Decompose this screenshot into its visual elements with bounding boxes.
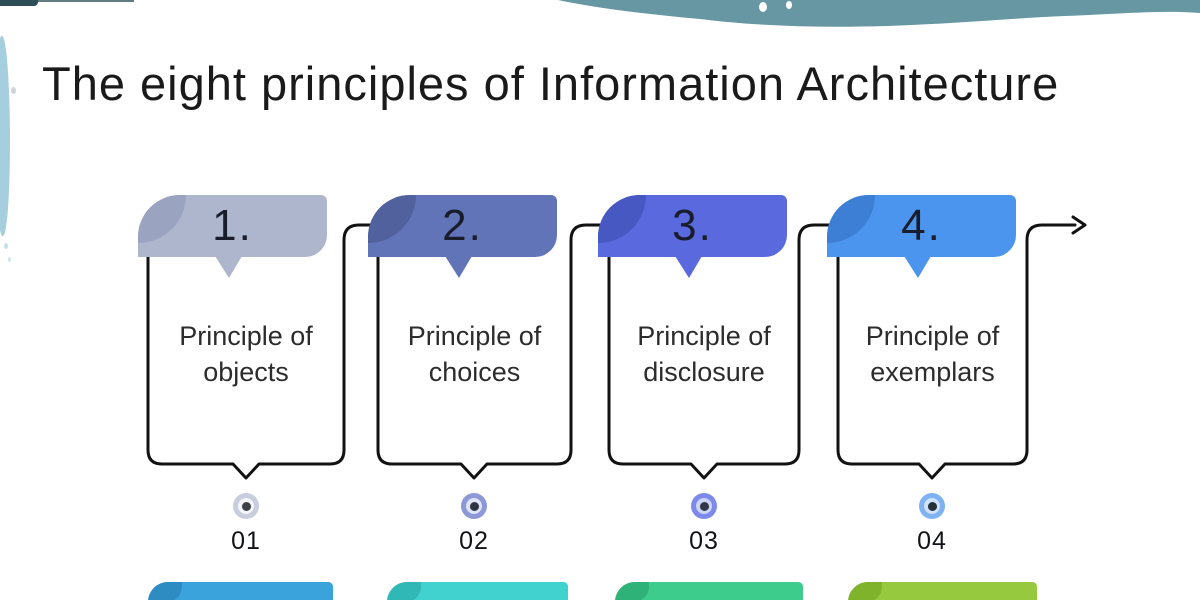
step-bubble-2: 2. — [368, 195, 557, 278]
bullet-dot-ring — [924, 498, 940, 514]
banner-speck — [786, 1, 792, 9]
bullet-dot-icon — [691, 493, 717, 519]
watercolor-streak — [0, 36, 10, 236]
brush-banner-shape — [558, 0, 1200, 27]
next-row-bubble-6 — [387, 582, 568, 600]
bullet-dot-ring — [696, 498, 712, 514]
step-bubble-4: 4. — [827, 195, 1016, 278]
principle-label-4: Principle of exemplars — [865, 321, 1000, 387]
step-index-4: 04 — [917, 527, 947, 555]
brush-banner — [558, 0, 1200, 27]
step-number: 1. — [212, 201, 253, 250]
bullet-dot-ring — [466, 498, 482, 514]
paper-fleck — [4, 243, 8, 249]
step-index-1: 01 — [231, 527, 261, 555]
bullet-dot-icon — [233, 493, 259, 519]
bullet-dot-ring — [238, 498, 254, 514]
step-index-2: 02 — [459, 527, 489, 555]
next-row-bubble-8 — [848, 582, 1037, 600]
next-row-bubble-7 — [615, 582, 803, 600]
paper-fleck — [11, 87, 16, 94]
step-number: 3. — [672, 201, 713, 250]
bullet-dot-core — [469, 501, 479, 511]
corner-line — [22, 0, 134, 2]
bullet-dot-core — [927, 501, 937, 511]
step-bubble-3: 3. — [598, 195, 787, 278]
principle-label-1: Principle of objects — [179, 321, 313, 387]
corner-mark — [0, 0, 38, 6]
page-title: The eight principles of Information Arch… — [42, 57, 1060, 110]
next-row-bubble-5 — [148, 582, 333, 600]
bullet-dot-core — [699, 501, 709, 511]
bullet-dot-icon — [919, 493, 945, 519]
banner-speck — [759, 2, 767, 12]
bullet-dot-icon — [461, 493, 487, 519]
arrow-head-icon — [1071, 215, 1087, 235]
step-number: 2. — [442, 201, 483, 250]
principle-label-2: Principle of choices — [407, 321, 542, 387]
paper-fleck — [8, 257, 11, 262]
principle-label-3: Principle of disclosure — [637, 321, 771, 387]
step-bubble-1: 1. — [138, 195, 327, 278]
step-index-3: 03 — [689, 527, 719, 555]
step-number: 4. — [901, 201, 942, 250]
bullet-dot-core — [241, 501, 251, 511]
